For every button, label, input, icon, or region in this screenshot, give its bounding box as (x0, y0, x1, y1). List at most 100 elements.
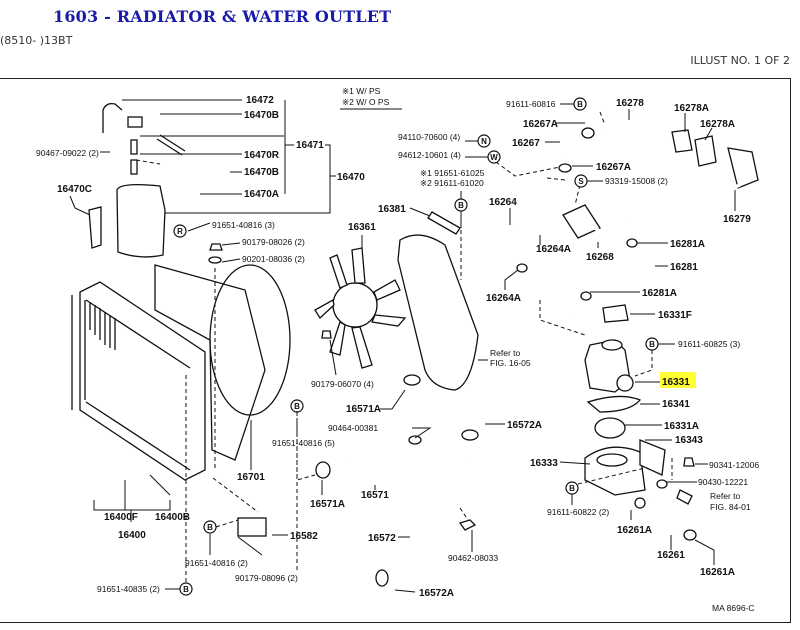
label-16261[interactable]: 16261 (657, 550, 685, 561)
label-refer-16-05-line1[interactable]: Refer to (490, 348, 521, 358)
marker-n: N (477, 134, 491, 148)
label-16701[interactable]: 16701 (237, 472, 265, 483)
label-16572[interactable]: 16572 (368, 533, 396, 544)
label-90462-08033[interactable]: 90462-08033 (448, 553, 498, 563)
svg-text:B: B (577, 100, 583, 109)
label-16341[interactable]: 16341 (662, 399, 690, 410)
label-90179-08026[interactable]: 90179-08026 (2) (242, 237, 305, 247)
label-16470r[interactable]: 16470R (244, 150, 280, 161)
label-90179-08096[interactable]: 90179-08096 (2) (235, 573, 298, 583)
label-16572a-top[interactable]: 16572A (507, 420, 542, 431)
label-16331a[interactable]: 16331A (664, 421, 699, 432)
label-16264a-top[interactable]: 16264A (536, 244, 571, 255)
svg-text:B: B (294, 402, 300, 411)
label-16267a-top[interactable]: 16267A (523, 119, 558, 130)
label-94612-10601[interactable]: 94612-10601 (4) (398, 150, 461, 160)
label-16343[interactable]: 16343 (675, 435, 703, 446)
label-91651-40835[interactable]: 91651-40835 (2) (97, 584, 160, 594)
svg-text:B: B (207, 523, 213, 532)
label-90179-06070[interactable]: 90179-06070 (4) (311, 379, 374, 389)
label-16261a-right[interactable]: 16261A (700, 567, 735, 578)
fan-leaders (329, 191, 488, 376)
legend-note-2: ※2 W/ O PS (342, 97, 390, 107)
label-16470[interactable]: 16470 (337, 172, 365, 183)
marker-w: W (487, 150, 501, 164)
label-16331f[interactable]: 16331F (658, 310, 692, 321)
label-16582[interactable]: 16582 (290, 531, 318, 542)
label-16361[interactable]: 16361 (348, 222, 376, 233)
label-16267[interactable]: 16267 (512, 138, 540, 149)
label-refer-84-01-line2[interactable]: FIG. 84-01 (710, 502, 751, 512)
label-16400f[interactable]: 16400F (104, 512, 138, 523)
label-16267a-bottom[interactable]: 16267A (596, 162, 631, 173)
label-16281a-top[interactable]: 16281A (670, 239, 705, 250)
label-16470a[interactable]: 16470A (244, 189, 279, 200)
page-title: 1603 - RADIATOR & WATER OUTLET (53, 7, 392, 26)
marker-b-fan: B (454, 198, 468, 212)
label-16571[interactable]: 16571 (361, 490, 389, 501)
marker-b-pipe: B (573, 97, 587, 111)
label-16331-highlighted[interactable]: 16331 (662, 377, 690, 388)
label-16279[interactable]: 16279 (723, 214, 751, 225)
hose-16472-drawing (102, 102, 123, 133)
label-16571a-top[interactable]: 16571A (346, 404, 381, 415)
fan-16361-drawing (314, 247, 407, 369)
label-16264a-bottom[interactable]: 16264A (486, 293, 521, 304)
pipe-drawing (156, 134, 186, 156)
marker-b-thermostat: B (565, 481, 579, 495)
label-94110-70600[interactable]: 94110-70600 (4) (398, 132, 460, 142)
label-90430-12221[interactable]: 90430-12221 (698, 477, 748, 487)
label-refer-16-05-line2[interactable]: FIG. 16-05 (490, 358, 531, 368)
label-91651-61025[interactable]: ※1 91651-61025 (420, 168, 485, 178)
label-16470b-bottom[interactable]: 16470B (244, 167, 279, 178)
label-16281a-bottom[interactable]: 16281A (642, 288, 677, 299)
label-16268[interactable]: 16268 (586, 252, 614, 263)
label-90464-00381[interactable]: 90464-00381 (328, 423, 378, 433)
svg-text:B: B (458, 201, 464, 210)
label-91611-60825[interactable]: 91611-60825 (3) (678, 339, 740, 349)
svg-text:N: N (481, 137, 487, 146)
svg-text:W: W (490, 153, 498, 162)
label-16472[interactable]: 16472 (246, 95, 274, 106)
water-outlet-drawing (539, 300, 697, 541)
label-16471[interactable]: 16471 (296, 140, 324, 151)
label-91611-61020[interactable]: ※2 91611-61020 (420, 178, 484, 188)
bracket-16470c-drawing (88, 206, 102, 249)
label-16278[interactable]: 16278 (616, 98, 644, 109)
label-16571a-bottom[interactable]: 16571A (310, 499, 345, 510)
label-91651-40816-2[interactable]: 91651-40816 (2) (185, 558, 248, 568)
label-93319-15008[interactable]: 93319-15008 (2) (605, 176, 668, 186)
label-91651-40816-5[interactable]: 91651-40816 (5) (272, 438, 335, 448)
marker-b-outlet: B (645, 337, 659, 351)
label-91611-60816[interactable]: 91611-60816 (506, 99, 556, 109)
label-refer-84-01-line1[interactable]: Refer to (710, 491, 741, 501)
label-90201-08036[interactable]: 90201-08036 (2) (242, 254, 305, 264)
marker-b-bracket: B (203, 520, 217, 534)
label-16278a-left[interactable]: 16278A (674, 103, 709, 114)
hoses-drawing (315, 228, 528, 587)
label-90341-12006[interactable]: 90341-12006 (709, 460, 759, 470)
nut-drawing (209, 243, 223, 251)
label-91611-60822[interactable]: 91611-60822 (2) (547, 507, 609, 517)
label-16381[interactable]: 16381 (378, 204, 406, 215)
label-16400b[interactable]: 16400B (155, 512, 190, 523)
label-16470c[interactable]: 16470C (57, 184, 92, 195)
label-16261a-left[interactable]: 16261A (617, 525, 652, 536)
label-16400[interactable]: 16400 (118, 530, 146, 541)
label-16281[interactable]: 16281 (670, 262, 698, 273)
illustration-code: MA 8696-C (712, 603, 755, 613)
radiator-drawing (71, 264, 298, 590)
cap-drawing (127, 116, 143, 128)
label-91651-40816-3[interactable]: 91651-40816 (3) (212, 220, 275, 230)
label-16278a-right[interactable]: 16278A (700, 119, 735, 130)
label-16333[interactable]: 16333 (530, 458, 558, 469)
reservoir-group (88, 102, 186, 258)
hose-leaders (296, 389, 505, 593)
label-16470b-top[interactable]: 16470B (244, 110, 279, 121)
label-16572a-bottom[interactable]: 16572A (419, 588, 454, 599)
outlet-leaders (559, 343, 715, 565)
label-90467-09022[interactable]: 90467-09022 (2) (36, 148, 99, 158)
reservoir-tank-drawing (116, 184, 166, 258)
label-16264[interactable]: 16264 (489, 197, 517, 208)
